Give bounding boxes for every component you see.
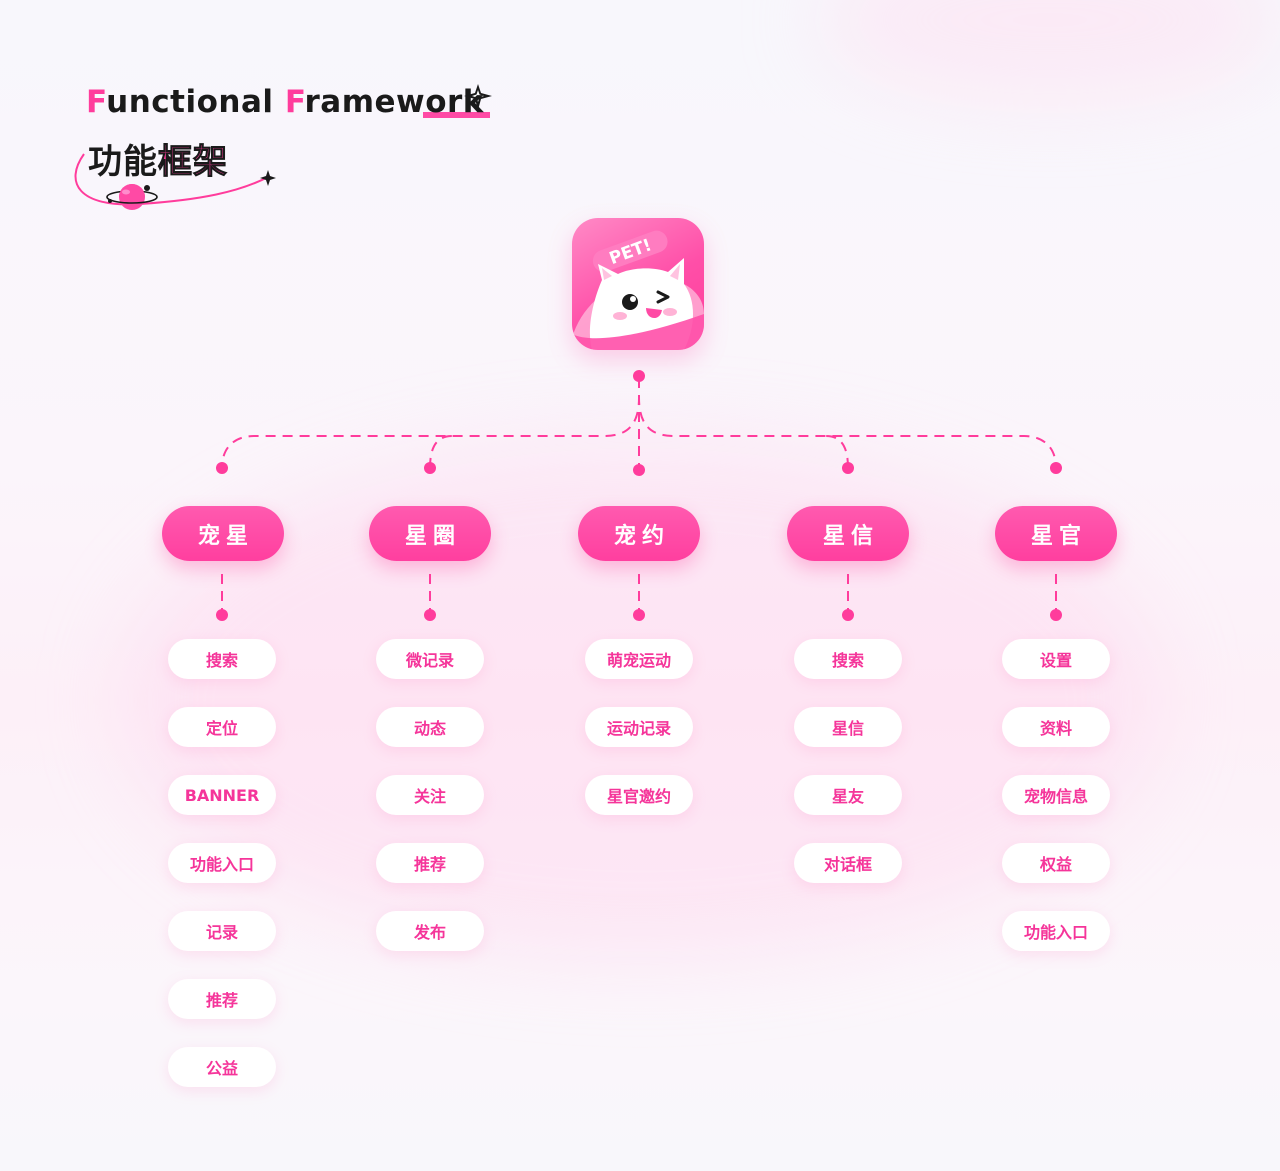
branch-line-1 [221,378,640,469]
title-word-functional: unctional [106,84,274,120]
feature-item: 搜索 [168,639,276,679]
stem-dot-4 [842,609,854,621]
title-word-framework-tail: ork [425,84,484,120]
title-chinese: 功能框架 [88,134,228,183]
category-pill-star-officer: 星官 [995,506,1117,561]
app-icon: PET! [572,218,704,350]
category-pill-pet-star: 宠星 [162,506,284,561]
feature-item: 萌宠运动 [585,639,693,679]
feature-item: 功能入口 [168,843,276,883]
feature-item: 星官邀约 [585,775,693,815]
feature-item: 关注 [376,775,484,815]
branch-dot-4 [842,462,854,474]
feature-item: 定位 [168,707,276,747]
category-pill-star-circle: 星圈 [369,506,491,561]
feature-item: 微记录 [376,639,484,679]
title-letter-f2: F [284,84,305,120]
title-english: Functional Framework [86,84,484,120]
root-dot [633,370,645,382]
category-pill-pet-date: 宠约 [578,506,700,561]
feature-item: 公益 [168,1047,276,1087]
title-word-framework-mid: ramew [304,84,426,120]
feature-item: 功能入口 [1002,911,1110,951]
planet-icon [106,184,158,210]
stem-dot-3 [633,609,645,621]
feature-item: 设置 [1002,639,1110,679]
feature-item: 记录 [168,911,276,951]
title-cn-pink: 框架 [158,142,228,183]
stem-dot-1 [216,609,228,621]
branch-dot-1 [216,462,228,474]
feature-item: 推荐 [376,843,484,883]
feature-item: 宠物信息 [1002,775,1110,815]
sparkle-icon [260,170,276,186]
title-letter-f1: F [86,84,107,120]
feature-item: 资料 [1002,707,1110,747]
feature-item: 权益 [1002,843,1110,883]
feature-item: 搜索 [794,639,902,679]
feature-item: 推荐 [168,979,276,1019]
branch-line-4 [638,378,1057,469]
feature-item: BANNER [168,775,276,815]
cat-mascot-icon: PET! [572,230,704,350]
feature-item: 星友 [794,775,902,815]
branch-dot-2 [424,462,436,474]
feature-item: 运动记录 [585,707,693,747]
category-pill-star-message: 星信 [787,506,909,561]
stem-dot-5 [1050,609,1062,621]
feature-item: 星信 [794,707,902,747]
feature-item: 动态 [376,707,484,747]
feature-item: 对话框 [794,843,902,883]
feature-item: 发布 [376,911,484,951]
branch-dot-5 [1050,462,1062,474]
stem-dot-2 [424,609,436,621]
title-cn-black: 功能 [88,142,158,182]
branch-dot-3 [633,464,645,476]
